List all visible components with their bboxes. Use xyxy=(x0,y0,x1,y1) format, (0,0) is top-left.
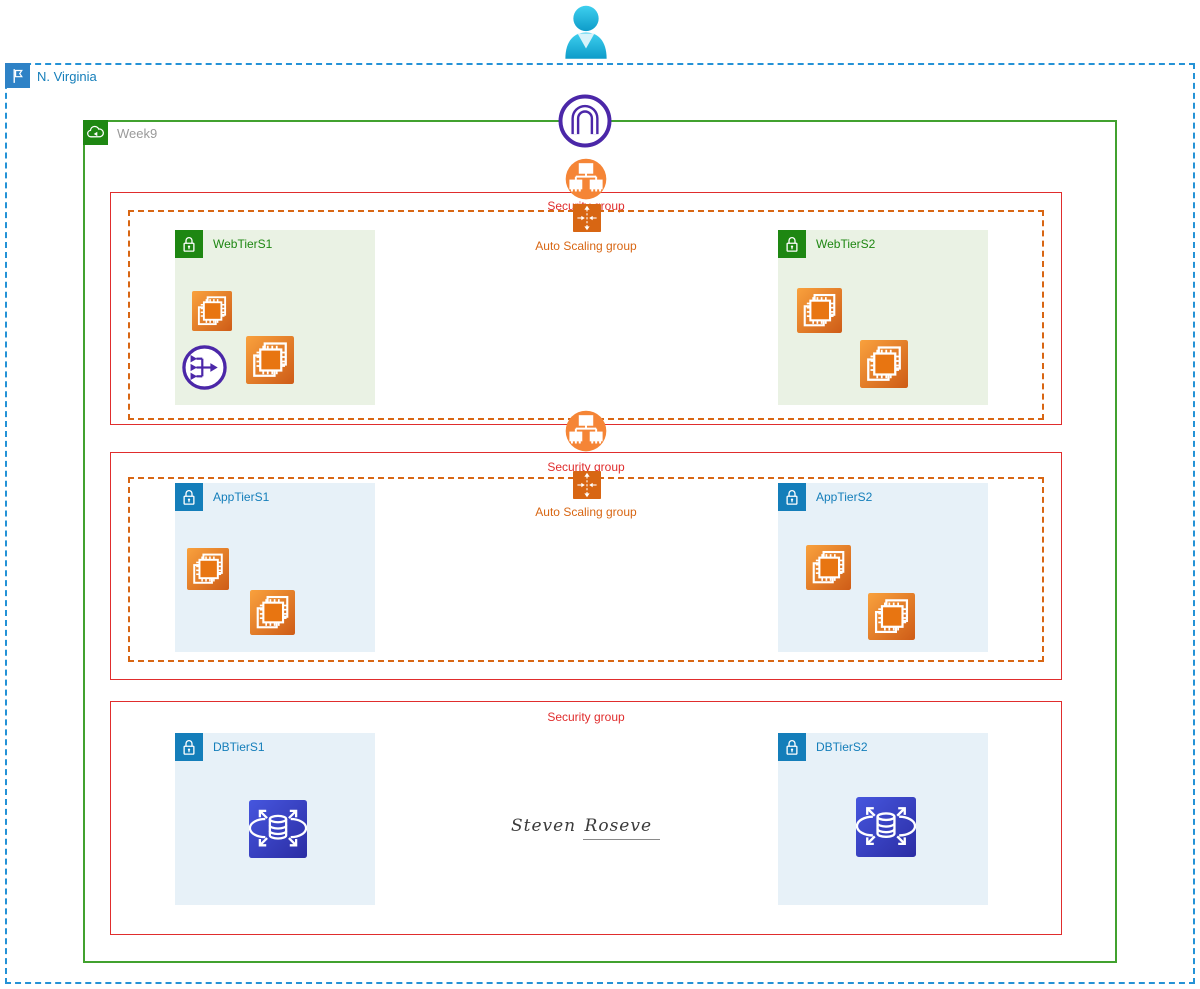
auto-scaling-icon xyxy=(573,204,601,232)
subnet-label: WebTierS1 xyxy=(213,237,273,251)
lock-icon xyxy=(778,483,806,511)
signature-first-name: Steven xyxy=(510,816,577,836)
lock-icon xyxy=(175,733,203,761)
subnet-webtiers1: WebTierS1 xyxy=(175,230,375,405)
ec2-instances-icon xyxy=(246,336,294,384)
auto-scaling-group-label: Auto Scaling group xyxy=(535,239,637,253)
security-group-db xyxy=(110,701,1062,935)
subnet-apptiers2: AppTierS2 xyxy=(778,483,988,652)
lock-icon xyxy=(175,483,203,511)
ec2-instances-icon xyxy=(187,548,229,590)
ec2-instances-icon xyxy=(868,593,915,640)
subnet-label: AppTierS1 xyxy=(213,490,270,504)
lock-icon xyxy=(175,230,203,258)
load-balancer-group-icon xyxy=(561,406,611,456)
security-group-label: Security group xyxy=(547,710,625,724)
signature-last-name: Roseve xyxy=(582,816,661,840)
vpc-label: Week9 xyxy=(117,126,158,141)
internet-gateway-icon xyxy=(557,93,613,149)
ec2-instances-icon xyxy=(250,590,295,635)
database-scaling-icon xyxy=(249,800,307,858)
subnet-label: AppTierS2 xyxy=(816,490,873,504)
subnet-label: DBTierS1 xyxy=(213,740,265,754)
subnet-dbtiers1: DBTierS1 xyxy=(175,733,375,905)
subnet-apptiers1: AppTierS1 xyxy=(175,483,375,652)
ec2-instances-icon xyxy=(806,545,851,590)
security-group-label: Security group xyxy=(547,460,625,474)
database-scaling-icon xyxy=(856,797,916,857)
signature: Steven Roseve xyxy=(498,816,673,840)
app-load-balancer-icon xyxy=(181,344,228,391)
flag-icon xyxy=(5,63,30,88)
region-label: N. Virginia xyxy=(37,69,97,84)
auto-scaling-group-label: Auto Scaling group xyxy=(535,505,637,519)
ec2-instances-icon xyxy=(192,291,232,331)
cloud-icon xyxy=(83,120,108,145)
subnet-webtiers2: WebTierS2 xyxy=(778,230,988,405)
subnet-dbtiers2: DBTierS2 xyxy=(778,733,988,905)
lock-icon xyxy=(778,230,806,258)
ec2-instances-icon xyxy=(797,288,842,333)
security-group-app xyxy=(110,452,1062,680)
ec2-instances-icon xyxy=(860,340,908,388)
subnet-label: WebTierS2 xyxy=(816,237,876,251)
subnet-label: DBTierS2 xyxy=(816,740,868,754)
load-balancer-group-icon xyxy=(561,154,611,204)
user-icon xyxy=(556,4,616,61)
lock-icon xyxy=(778,733,806,761)
auto-scaling-icon xyxy=(573,471,601,499)
aws-region-box xyxy=(5,63,1195,984)
